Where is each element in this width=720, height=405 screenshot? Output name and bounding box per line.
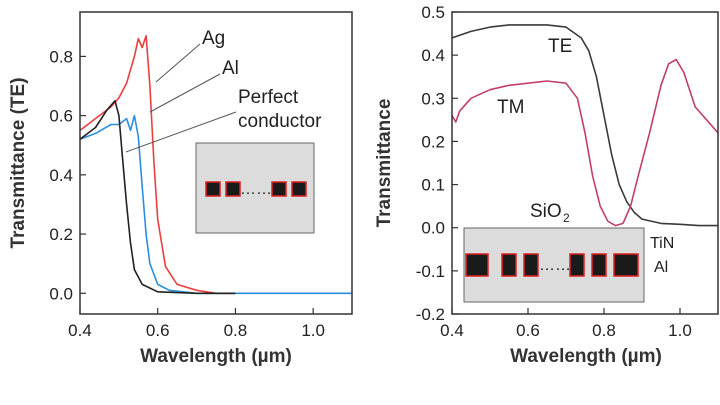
right-y-tick-label: 0.4 [421, 46, 445, 65]
tin-annotation: TiN [650, 235, 674, 252]
left-series-group [79, 34, 352, 295]
grating-block [613, 253, 639, 277]
right-inset-schematic: …… [463, 227, 645, 303]
left-y-tick-label: 0.4 [49, 166, 73, 185]
right-x-tick-label: 1.0 [668, 321, 692, 340]
right-plot-frame [451, 11, 719, 315]
slit-block [291, 181, 307, 197]
perfect-annotation: Perfect [238, 87, 299, 108]
left-y-tick-label: 0.2 [49, 225, 73, 244]
left-inset-schematic: …… [195, 142, 315, 234]
slit-block [271, 181, 287, 197]
left-series-perfect-conductor-line [79, 100, 236, 295]
ag-leader-line [155, 43, 201, 83]
right-y-tick-label: 0.5 [421, 3, 445, 22]
perfect-conductor-leader-line [125, 111, 237, 153]
right-y-tick-label: -0.1 [416, 262, 445, 281]
left-x-tick-label: 1.0 [301, 321, 325, 340]
slit-block [205, 181, 221, 197]
te-annotation: TE [548, 36, 572, 57]
left-inset-ellipsis: …… [240, 181, 272, 198]
grating-block [591, 253, 607, 277]
grating-block [501, 253, 517, 277]
sio2-annotation: SiO [530, 201, 562, 222]
left-y-tick-label: 0.0 [49, 284, 73, 303]
conductor-annotation: conductor [238, 111, 322, 132]
right-series-te-line [451, 24, 718, 227]
right-y-tick-label: 0.3 [421, 89, 445, 108]
right-inset-ellipsis: …… [539, 257, 571, 274]
left-x-tick-label: 0.4 [68, 321, 92, 340]
right-y-tick-label: -0.2 [416, 305, 445, 324]
right-y-tick-label: 0.2 [421, 132, 445, 151]
al-annotation: Al [222, 58, 239, 79]
al-leader-line [149, 73, 221, 113]
al-layer-annotation: Al [654, 259, 668, 276]
left-x-axis-label: Wavelength (µm) [140, 346, 292, 367]
left-series-ag-line [79, 34, 236, 295]
grating-block [465, 253, 489, 277]
right-y-tick-label: 0.0 [421, 219, 445, 238]
right-y-tick-label: 0.1 [421, 176, 445, 195]
left-chart: …… 0.4 0.6 0.8 1.0 0.0 0.2 0.4 0.6 0.8 Wavelengt… [8, 11, 353, 367]
left-axis-ticks: 0.4 0.6 0.8 1.0 0.0 0.2 0.4 0.6 0.8 [49, 47, 325, 340]
left-y-axis-label: Transmittance (TE) [8, 77, 29, 248]
left-y-tick-label: 0.8 [49, 47, 73, 66]
left-plot-frame [79, 11, 353, 315]
sio2-subscript: 2 [563, 211, 570, 225]
right-series-tm-line [451, 58, 719, 227]
right-axis-ticks: 0.4 0.6 0.8 1.0 -0.2 -0.1 0.0 0.1 0.2 0.3 0.4 0.5 [416, 3, 692, 340]
ag-annotation: Ag [202, 28, 225, 49]
right-x-tick-label: 0.6 [516, 321, 540, 340]
right-x-tick-label: 0.4 [440, 321, 464, 340]
grating-block [569, 253, 585, 277]
tm-annotation: TM [497, 97, 524, 118]
left-x-tick-label: 0.8 [224, 321, 248, 340]
left-y-tick-label: 0.6 [49, 107, 73, 126]
grating-block [523, 253, 539, 277]
right-series-group [451, 24, 719, 227]
right-x-axis-label: Wavelength (µm) [510, 346, 662, 367]
left-x-tick-label: 0.6 [146, 321, 170, 340]
right-x-tick-label: 0.8 [592, 321, 616, 340]
left-series-al-line [79, 114, 352, 295]
slit-block [225, 181, 241, 197]
right-y-axis-label: Transmittance [374, 99, 395, 228]
